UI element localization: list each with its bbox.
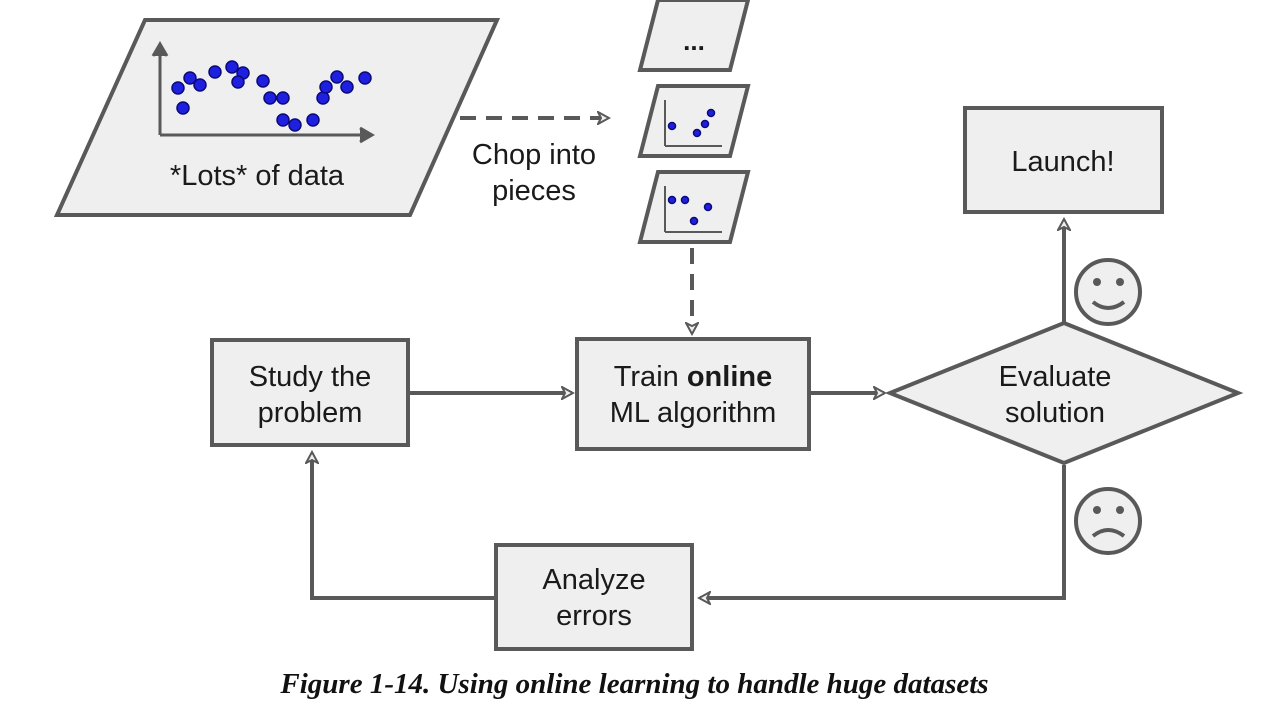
scatter-dot [340, 80, 354, 94]
figure-caption: Figure 1-14. Using online learning to ha… [280, 668, 989, 700]
analyze-to-study-arrow [312, 453, 494, 600]
scatter-dot [667, 195, 677, 205]
study-label-line1: Study the [249, 361, 372, 393]
scatter-dot [319, 80, 333, 94]
lots-of-data-label: *Lots* of data [170, 160, 345, 192]
evaluate-label-line2: solution [1005, 397, 1105, 429]
train-label-line1: Train online [614, 361, 772, 393]
scatter-dot [288, 118, 302, 132]
evaluate-solution-diamond: Evaluate solution [884, 320, 1244, 466]
data-piece-ellipsis: ... [637, 0, 751, 72]
scatter-dot [706, 108, 716, 118]
launch-box: Launch! [963, 106, 1164, 214]
train-online-box: Train online ML algorithm [575, 337, 811, 451]
chop-label-line2: pieces [492, 175, 576, 207]
scatter-dot [680, 195, 690, 205]
online-learning-diagram: *Lots* of data Chop into pieces ... Stud… [53, 0, 1244, 651]
scatter-dot [231, 75, 245, 89]
lots-of-data-shape: *Lots* of data [53, 18, 501, 217]
piece-2-dots [667, 195, 713, 226]
scatter-dot [263, 91, 277, 105]
scatter-dots [171, 60, 372, 132]
scatter-dot [225, 60, 239, 74]
scatter-dot [176, 101, 190, 115]
scatter-dot [692, 128, 702, 138]
analyze-label-line2: errors [556, 600, 632, 632]
study-problem-box: Study the problem [210, 338, 410, 447]
launch-label: Launch! [1011, 146, 1114, 178]
scatter-dot [276, 91, 290, 105]
scatter-dot [358, 71, 372, 85]
scatter-dot [171, 81, 185, 95]
analyze-label-line1: Analyze [542, 564, 645, 596]
scatter-dot [256, 74, 270, 88]
scatter-plot-icon [151, 41, 375, 144]
scatter-dot [703, 202, 713, 212]
evaluate-label-line1: Evaluate [999, 361, 1112, 393]
piece-1-dots [667, 108, 716, 138]
sad-face-icon [1074, 487, 1142, 555]
scatter-dot [306, 113, 320, 127]
scatter-dot [276, 113, 290, 127]
data-piece-1 [637, 84, 751, 158]
scatter-dot [330, 70, 344, 84]
train-label-line2: ML algorithm [610, 397, 777, 429]
data-piece-2 [637, 170, 751, 244]
happy-face-icon [1074, 258, 1142, 326]
scatter-dot [316, 91, 330, 105]
scatter-dot [183, 71, 197, 85]
study-label-line2: problem [258, 397, 363, 429]
scatter-dot [193, 78, 207, 92]
evaluate-to-analyze-arrow [700, 465, 1066, 598]
ellipsis-label: ... [683, 26, 705, 56]
scatter-dot [667, 121, 677, 131]
analyze-errors-box: Analyze errors [494, 543, 694, 651]
chop-label-line1: Chop into [472, 139, 596, 171]
scatter-dot [689, 216, 699, 226]
scatter-dot [700, 119, 710, 129]
scatter-dot [208, 65, 222, 79]
